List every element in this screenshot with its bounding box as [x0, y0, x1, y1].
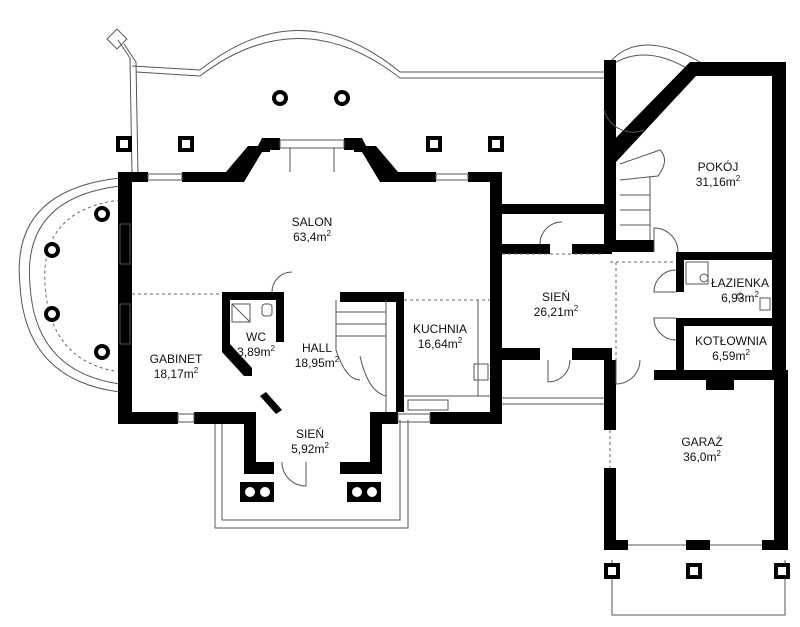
room-hall: HALL 18,95m2 — [295, 341, 340, 370]
room-area: 36,0m2 — [683, 449, 721, 464]
room-pokoj: POKÓJ 31,16m2 — [696, 159, 741, 189]
room-gabinet: GABINET 18,17m2 — [150, 352, 203, 381]
column — [44, 242, 60, 258]
column — [272, 90, 288, 106]
room-area: 6,93m2 — [721, 290, 759, 305]
room-name: ŁAZIENKA — [711, 276, 769, 290]
room-garaz: GARAŻ 36,0m2 — [681, 435, 722, 464]
room-name: KUCHNIA — [413, 322, 467, 336]
room-area: 5,92m2 — [291, 441, 329, 456]
details — [119, 109, 771, 546]
room-sien-entry: SIEŃ 5,92m2 — [291, 426, 329, 456]
columns — [44, 90, 790, 579]
room-name: HALL — [302, 341, 332, 355]
room-wc: WC 3,89m2 — [237, 330, 275, 359]
room-name: GARAŻ — [681, 435, 722, 449]
room-name: SIEŃ — [296, 426, 324, 441]
column — [94, 344, 110, 360]
room-name: SIEŃ — [542, 289, 570, 304]
column — [94, 206, 110, 222]
room-area: 3,89m2 — [237, 344, 275, 359]
room-kuchnia: KUCHNIA 16,64m2 — [413, 322, 467, 351]
room-area: 18,17m2 — [154, 366, 199, 381]
room-name: GABINET — [150, 352, 203, 366]
room-area: 6,59m2 — [712, 348, 750, 363]
room-kotlownia: KOTŁOWNIA 6,59m2 — [695, 334, 767, 363]
room-salon: SALON 63,4m2 — [292, 215, 333, 244]
walls — [118, 60, 788, 550]
room-area: 31,16m2 — [696, 174, 741, 189]
room-name: KOTŁOWNIA — [695, 334, 767, 348]
room-lazienka: ŁAZIENKA 6,93m2 — [711, 276, 769, 305]
room-area: 26,21m2 — [534, 304, 579, 319]
room-sien-main: SIEŃ 26,21m2 — [534, 289, 579, 319]
room-area: 63,4m2 — [293, 229, 331, 244]
room-name: WC — [246, 330, 266, 344]
column — [334, 90, 350, 106]
room-area: 18,95m2 — [295, 355, 340, 370]
column — [44, 306, 60, 322]
room-name: POKÓJ — [698, 159, 739, 174]
room-name: SALON — [292, 215, 333, 229]
room-area: 16,64m2 — [418, 336, 463, 351]
room-labels: SALON 63,4m2 GABINET 18,17m2 WC 3,89m2 H… — [150, 159, 769, 464]
